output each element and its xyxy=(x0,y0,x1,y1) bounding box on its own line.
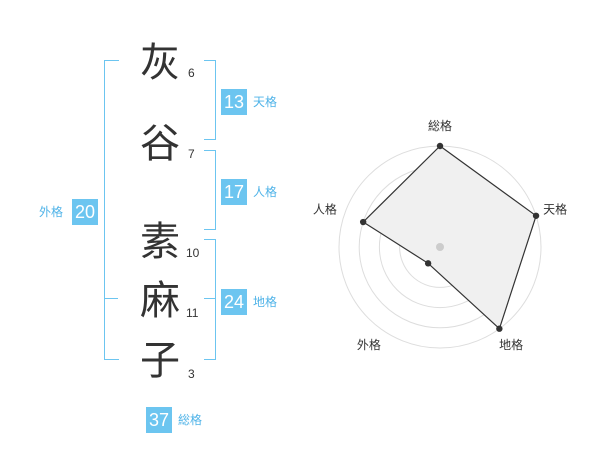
jinkaku-bracket xyxy=(204,150,216,230)
tenkaku-bracket xyxy=(204,60,216,140)
soukaku-label: 総格 xyxy=(178,413,203,427)
name-char-2: 谷 xyxy=(140,121,180,167)
stroke-count-1: 6 xyxy=(188,66,195,80)
radar-point-4 xyxy=(424,260,432,267)
tenkaku-value-badge: 13 xyxy=(221,89,247,115)
name-char-3: 素 xyxy=(140,219,180,265)
jinkaku-label: 人格 xyxy=(253,185,278,199)
chikaku-label: 地格 xyxy=(253,295,278,309)
radar-data-area xyxy=(362,145,537,330)
radar-point-2 xyxy=(532,212,540,219)
jinkaku-value-badge: 17 xyxy=(221,179,247,205)
radar-point-1 xyxy=(436,142,444,150)
stroke-count-5: 3 xyxy=(188,367,195,381)
radar-points xyxy=(359,142,540,332)
radar-point-3 xyxy=(496,325,503,332)
soukaku-value-badge: 37 xyxy=(146,407,172,433)
radar-axis-label-2: 天格 xyxy=(543,202,567,217)
chikaku-value-badge: 24 xyxy=(221,289,247,315)
gaikaku-bracket-tick xyxy=(104,298,118,299)
radar-axis-label-5: 人格 xyxy=(313,202,337,217)
chikaku-bracket-tick xyxy=(204,298,215,299)
stroke-count-4: 11 xyxy=(186,306,199,320)
name-char-5: 子 xyxy=(140,338,180,384)
radar-axis-label-1: 総格 xyxy=(428,118,452,133)
gaikaku-value-badge: 20 xyxy=(72,199,98,225)
name-char-4: 麻 xyxy=(140,278,180,324)
gaikaku-label: 外格 xyxy=(39,205,64,219)
stroke-count-3: 10 xyxy=(186,246,200,260)
gaikaku-bracket xyxy=(104,60,119,360)
radar-axis-label-4: 外格 xyxy=(357,337,381,352)
radar-axis-label-3: 地格 xyxy=(499,337,523,352)
radar-center-dot xyxy=(436,243,444,251)
chikaku-bracket xyxy=(204,239,216,360)
stroke-count-2: 7 xyxy=(188,147,195,161)
tenkaku-label: 天格 xyxy=(253,95,278,109)
radar-point-5 xyxy=(359,218,367,226)
name-char-1: 灰 xyxy=(140,40,180,86)
